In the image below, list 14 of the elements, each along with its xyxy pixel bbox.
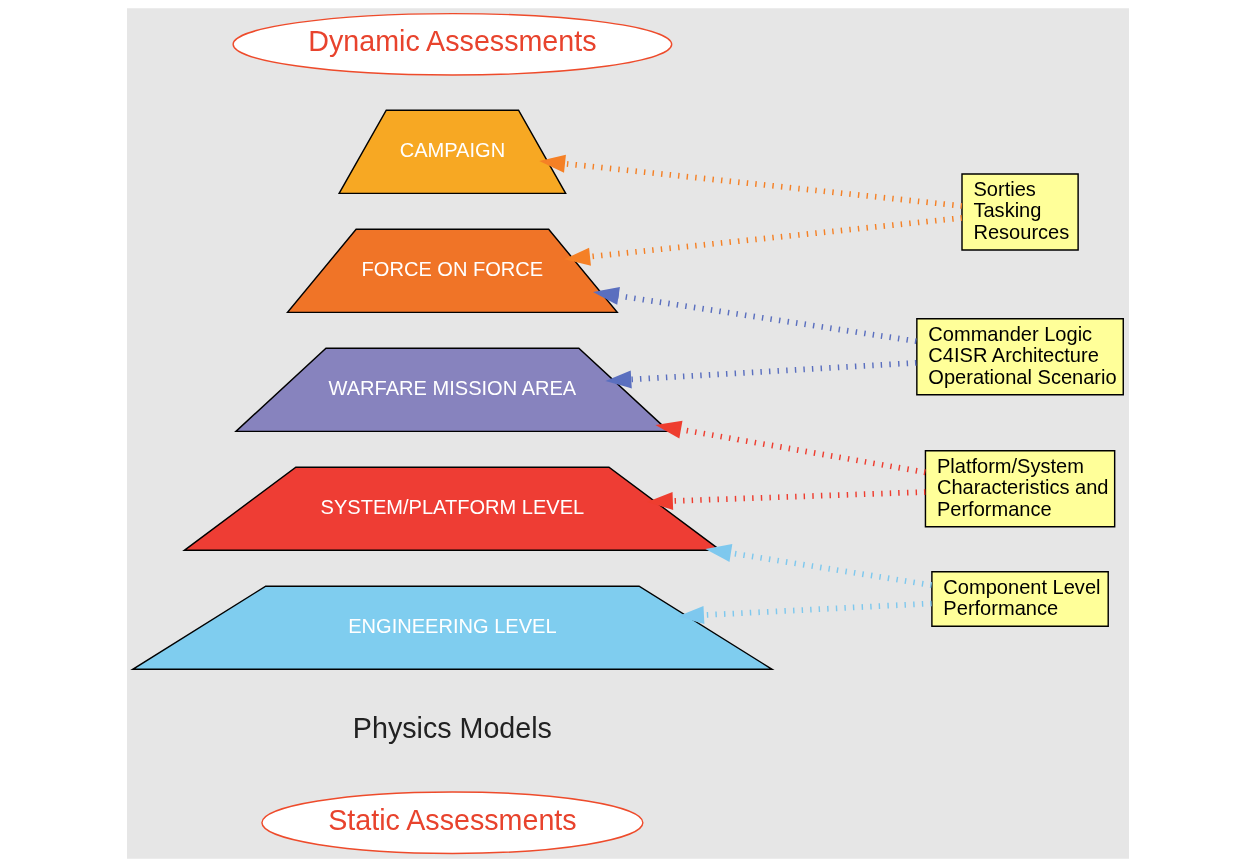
- node-box: Commander Logic C4ISR Architecture Operational Scenario: [915, 318, 1124, 396]
- node-ellipse: Static Assessments: [260, 791, 644, 855]
- node-box: Sorties Tasking Resources: [960, 173, 1079, 251]
- label: Physics Models: [352, 712, 552, 745]
- arrow: [646, 489, 925, 511]
- node-ellipse: Dynamic Assessments: [231, 12, 672, 76]
- node-box: Platform/System Characteristics and Performance: [924, 450, 1115, 528]
- arrow: [563, 215, 962, 266]
- arrow: [704, 544, 932, 588]
- arrow: [538, 154, 962, 209]
- arrow: [592, 286, 917, 345]
- arrow: [604, 359, 916, 389]
- arrow: [654, 420, 926, 476]
- node-box: Component Level Performance: [930, 571, 1109, 628]
